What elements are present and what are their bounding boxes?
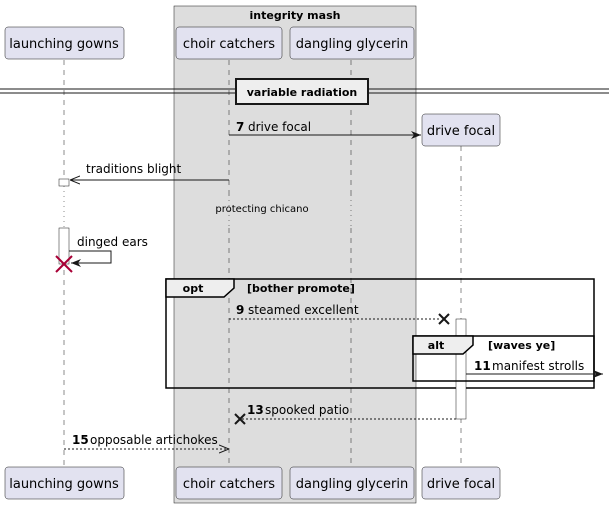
svg-text:choir catchers: choir catchers (183, 477, 275, 492)
svg-text:drive focal: drive focal (248, 120, 311, 134)
divider-variable-radiation: variable radiation (0, 78, 609, 105)
svg-text:[bother promote]: [bother promote] (247, 282, 355, 295)
activation-drive-focal (455, 318, 467, 420)
svg-text:launching gowns: launching gowns (9, 37, 119, 52)
activation-launching-gowns-1 (58, 178, 70, 187)
message-11: 11 manifest strolls (466, 359, 603, 378)
activation-launching-gowns-2 (58, 227, 70, 265)
svg-text:dangling glycerin: dangling glycerin (296, 477, 408, 492)
participant-launching-gowns-top[interactable]: launching gowns (4, 26, 125, 60)
destroy-cross-9-icon (438, 313, 450, 325)
participant-choir-catchers-bottom[interactable]: choir catchers (175, 466, 283, 500)
message-15: 15 opposable artichokes (64, 433, 229, 449)
svg-text:opt: opt (183, 282, 204, 295)
svg-text:15: 15 (72, 433, 89, 447)
svg-text:drive focal: drive focal (427, 124, 495, 139)
participant-drive-focal-top[interactable]: drive focal (421, 113, 501, 147)
svg-text:7: 7 (236, 120, 244, 134)
message-dinged-ears: dinged ears (69, 235, 148, 267)
svg-text:alt: alt (428, 339, 444, 352)
svg-text:dangling glycerin: dangling glycerin (296, 37, 408, 52)
svg-text:steamed excellent: steamed excellent (248, 303, 359, 317)
participant-launching-gowns-bottom[interactable]: launching gowns (4, 466, 125, 500)
svg-text:manifest strolls: manifest strolls (492, 359, 584, 373)
message-7: 7 drive focal (229, 120, 421, 139)
svg-text:traditions blight: traditions blight (86, 162, 182, 176)
svg-text:13: 13 (247, 403, 264, 417)
fragment-opt: opt [bother promote] (165, 278, 595, 389)
svg-text:choir catchers: choir catchers (183, 37, 275, 52)
fragment-alt: alt [waves ye] (412, 335, 595, 382)
svg-text:9: 9 (236, 303, 244, 317)
svg-text:[waves ye]: [waves ye] (488, 339, 555, 352)
svg-text:opposable artichokes: opposable artichokes (90, 433, 218, 447)
participant-dangling-glycerin-top[interactable]: dangling glycerin (289, 26, 415, 60)
svg-text:11: 11 (474, 359, 491, 373)
destroy-launching-gowns-icon (55, 255, 73, 273)
svg-text:drive focal: drive focal (427, 477, 495, 492)
svg-text:spooked patio: spooked patio (265, 403, 349, 417)
participant-choir-catchers-top[interactable]: choir catchers (175, 26, 283, 60)
message-traditions-blight: traditions blight (70, 162, 229, 180)
participant-drive-focal-bottom[interactable]: drive focal (421, 466, 501, 500)
message-9: 9 steamed excellent (229, 303, 450, 325)
svg-text:launching gowns: launching gowns (9, 477, 119, 492)
svg-text:dinged ears: dinged ears (77, 235, 148, 249)
box-title: integrity mash (250, 9, 341, 22)
message-13: 13 spooked patio (234, 403, 456, 425)
delay-text: protecting chicano (215, 204, 308, 215)
participant-dangling-glycerin-bottom[interactable]: dangling glycerin (289, 466, 415, 500)
destroy-cross-13-icon (234, 413, 246, 425)
divider-label: variable radiation (247, 86, 357, 99)
